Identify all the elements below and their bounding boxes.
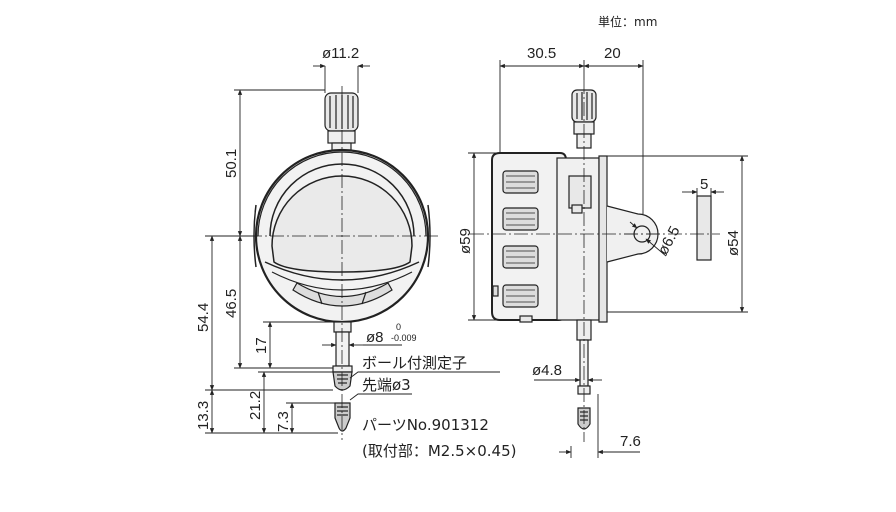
lug-hole-label: ø6.5 xyxy=(655,223,684,257)
dia-59-label: ø59 xyxy=(457,228,474,254)
dim-30-5-label: 30.5 xyxy=(527,45,556,62)
dim-50-1-label: 50.1 xyxy=(223,149,240,178)
stem-dia-label: ø11.2 xyxy=(322,45,359,62)
dim-17-label: 17 xyxy=(253,337,270,354)
parts-no-note: パーツNo.901312 xyxy=(362,416,489,434)
mount-note: (取付部：M2.5×0.45) xyxy=(362,442,516,460)
dim-21-2-label: 21.2 xyxy=(247,391,264,420)
ball-contact-note: ボール付測定子 xyxy=(362,354,467,372)
dia-54-label: ø54 xyxy=(725,230,742,256)
dim-7-3-label: 7.3 xyxy=(275,411,292,432)
contact-point xyxy=(332,371,353,391)
spindle-tol-upper: 0 xyxy=(396,322,401,332)
stem-knob xyxy=(324,92,359,154)
spindle xyxy=(335,331,350,367)
side-spindle-dia-label: ø4.8 xyxy=(532,362,562,379)
dim-54-4-label: 54.4 xyxy=(195,303,212,332)
spindle-tol-lower: -0.009 xyxy=(391,333,417,343)
tip-note: 先端ø3 xyxy=(362,376,411,394)
dim-13-3-label: 13.3 xyxy=(195,401,212,430)
side-stem-knob xyxy=(571,89,597,149)
spindle-dia-label: ø8 xyxy=(366,329,384,346)
dim-5-label: 5 xyxy=(700,176,708,193)
side-view xyxy=(491,89,712,430)
dim-46-5-label: 46.5 xyxy=(223,289,240,318)
dim-7-6-label: 7.6 xyxy=(620,433,641,450)
ball-contact-point xyxy=(334,402,351,432)
lug-thickness-view xyxy=(696,195,712,261)
dim-20-label: 20 xyxy=(604,45,621,62)
unit-label: 単位：mm xyxy=(598,14,657,29)
